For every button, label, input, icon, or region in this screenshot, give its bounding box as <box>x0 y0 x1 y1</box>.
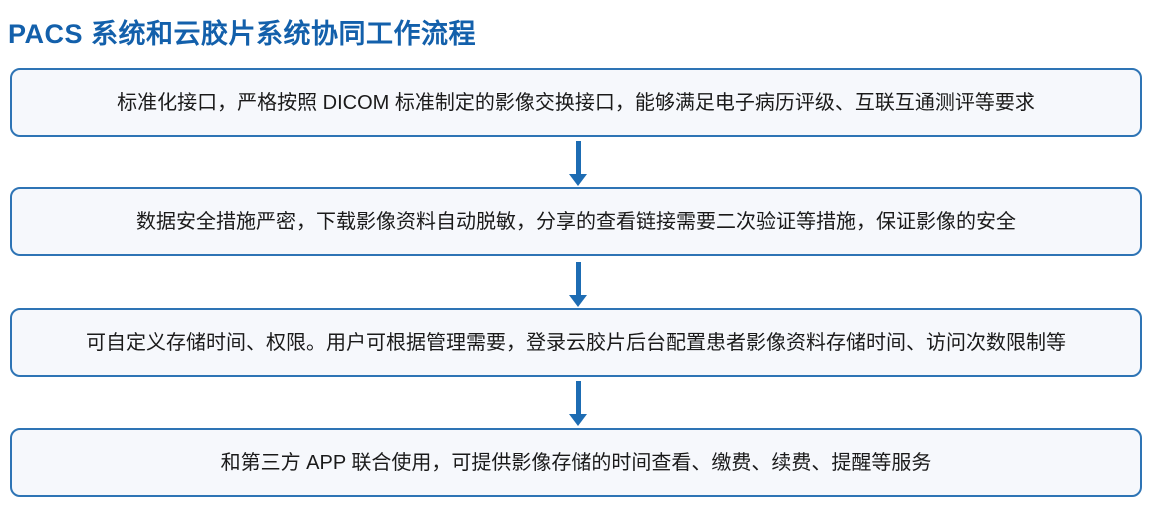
flow-step-2-text: 数据安全措施严密，下载影像资料自动脱敏，分享的查看链接需要二次验证等措施，保证影… <box>136 210 1016 233</box>
arrow-down-icon <box>569 262 587 307</box>
flow-step-3-text: 可自定义存储时间、权限。用户可根据管理需要，登录云胶片后台配置患者影像资料存储时… <box>86 331 1066 354</box>
arrow-down-icon <box>569 381 587 426</box>
flow-step-3: 可自定义存储时间、权限。用户可根据管理需要，登录云胶片后台配置患者影像资料存储时… <box>10 308 1142 377</box>
flow-step-4-text: 和第三方 APP 联合使用，可提供影像存储的时间查看、缴费、续费、提醒等服务 <box>220 451 932 474</box>
arrow-stem <box>575 381 581 414</box>
arrow-down-icon <box>569 141 587 186</box>
page-title: PACS 系统和云胶片系统协同工作流程 <box>8 19 477 49</box>
arrow-stem <box>575 262 581 295</box>
arrow-head <box>569 295 587 307</box>
arrow-head <box>569 414 587 426</box>
flow-step-2: 数据安全措施严密，下载影像资料自动脱敏，分享的查看链接需要二次验证等措施，保证影… <box>10 187 1142 256</box>
arrow-stem <box>575 141 581 174</box>
flow-step-4: 和第三方 APP 联合使用，可提供影像存储的时间查看、缴费、续费、提醒等服务 <box>10 428 1142 497</box>
arrow-head <box>569 174 587 186</box>
flow-step-1-text: 标准化接口，严格按照 DICOM 标准制定的影像交换接口，能够满足电子病历评级、… <box>117 91 1035 114</box>
flow-step-1: 标准化接口，严格按照 DICOM 标准制定的影像交换接口，能够满足电子病历评级、… <box>10 68 1142 137</box>
